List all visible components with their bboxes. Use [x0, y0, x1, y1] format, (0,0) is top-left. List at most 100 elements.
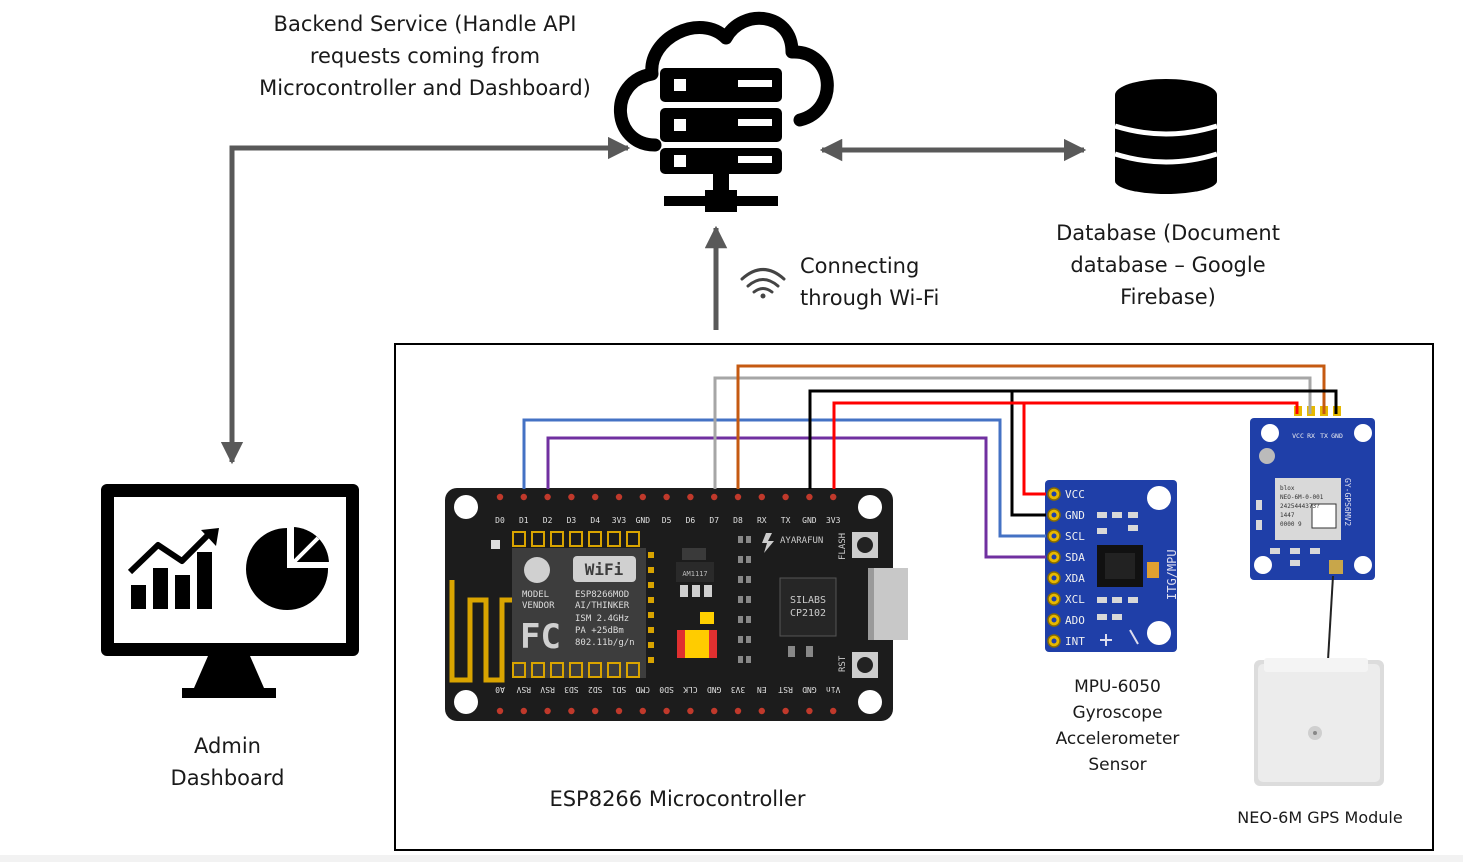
- bottom-pin-label: SD2: [588, 685, 603, 694]
- bottom-pin-label: RSV: [516, 685, 531, 694]
- gps-chip-line: 1447: [1280, 512, 1295, 519]
- module-text: 802.11b/g/n: [575, 638, 635, 648]
- top-pin-dot: [615, 493, 623, 501]
- bottom-pin-label: A0: [495, 685, 505, 694]
- mpu-pin-label: VCC: [1065, 488, 1085, 501]
- castellation: [648, 582, 654, 588]
- top-pin-dot: [734, 493, 742, 501]
- top-pin-label: D8: [733, 516, 743, 525]
- connection-wires: [522, 364, 1338, 559]
- bottom-pin-label: CMD: [635, 685, 650, 694]
- top-pin-label: 3V3: [826, 516, 841, 525]
- module-text: PA +25dBm: [575, 626, 624, 636]
- top-pin-label: 3V3: [612, 516, 627, 525]
- dashboard-label-line: Dashboard: [170, 766, 285, 790]
- gps-pin-label: TX: [1320, 432, 1328, 440]
- database-label: Database (Document database – Google Fir…: [1048, 217, 1288, 313]
- wifi-badge-text: WiFi: [585, 560, 624, 579]
- top-pin-dot: [568, 493, 575, 501]
- bottom-pin-label: RST: [778, 685, 793, 694]
- bottom-pin-dot: [711, 707, 718, 715]
- bottom-pin-label: EN: [757, 685, 767, 694]
- backend-label-line: requests coming from: [309, 44, 541, 68]
- mpu-pin-label: ADO: [1065, 614, 1085, 627]
- top-pin-dot: [592, 493, 599, 501]
- castellation: [531, 662, 545, 678]
- database-label-line: database – Google: [1070, 253, 1266, 277]
- gps-pin-label: VCC: [1292, 432, 1304, 440]
- castellation: [588, 531, 602, 547]
- bottom-pin-label: 3V3: [731, 685, 746, 694]
- wire: [522, 418, 1046, 538]
- usb-chip-text: SILABS: [790, 595, 826, 606]
- top-pin-dot: [639, 493, 646, 501]
- dashboard-monitor-icon: [101, 484, 359, 698]
- castellation: [648, 567, 654, 573]
- top-pin-label: D6: [686, 516, 696, 525]
- castellation: [550, 662, 564, 678]
- bottom-pin-dot: [615, 707, 623, 715]
- bottom-pin-dot: [830, 707, 837, 715]
- top-pin-label: TX: [781, 516, 791, 525]
- backend-label-line: Microcontroller and Dashboard): [259, 76, 591, 100]
- wifi-label-line: Connecting: [800, 254, 920, 278]
- mpu-label-line: Sensor: [1088, 755, 1147, 775]
- database-icon: [1114, 79, 1218, 194]
- bottom-pin-header: [496, 707, 837, 715]
- top-pin-header: [496, 493, 837, 501]
- bottom-pin-label: SD1: [612, 685, 627, 694]
- module-castellations: [512, 531, 654, 678]
- cloud-server-icon: [613, 11, 834, 212]
- bottom-pin-dot: [592, 707, 599, 715]
- castellation: [648, 657, 654, 663]
- top-pin-dot: [520, 493, 527, 501]
- bottom-pin-label: SD3: [564, 685, 579, 694]
- brand-text: AYARAFUN: [780, 536, 823, 546]
- mpu-label-line: Accelerometer: [1055, 729, 1180, 749]
- module-text: AI/THINKER: [575, 601, 630, 611]
- bottom-pin-label: Vin: [826, 685, 841, 694]
- top-pin-dot: [496, 493, 504, 501]
- castellation: [512, 531, 526, 547]
- top-pin-label: D1: [519, 516, 529, 525]
- esp-label: ESP8266 Microcontroller: [549, 787, 806, 811]
- top-pin-label: D0: [495, 516, 505, 525]
- mpu-label: MPU-6050 Gyroscope Accelerometer Sensor: [1040, 674, 1195, 778]
- mpu-pin-hole: [1051, 512, 1057, 518]
- castellation: [648, 552, 654, 558]
- gps-pin-label: GND: [1331, 432, 1343, 440]
- arrows: [220, 136, 1087, 465]
- flash-text: FLASH: [838, 533, 848, 560]
- bottom-pin-dot: [496, 707, 504, 715]
- castellation: [626, 531, 640, 547]
- castellation: [569, 531, 583, 547]
- hardware-frame: [394, 343, 1434, 851]
- castellation: [607, 662, 621, 678]
- mpu-pin-hole: [1051, 617, 1057, 623]
- top-pin-label: GND: [802, 516, 817, 525]
- module-text: VENDOR: [522, 601, 555, 611]
- castellation: [550, 531, 564, 547]
- module-text: MODEL: [522, 590, 549, 600]
- mpu-pin-hole: [1051, 533, 1057, 539]
- mpu-label-line: MPU-6050: [1074, 677, 1161, 697]
- mpu-pin-label: XDA: [1065, 572, 1085, 585]
- top-pin-label: RX: [757, 516, 767, 525]
- bottom-pin-dot: [758, 707, 765, 715]
- bottom-pin-label: RSV: [540, 685, 555, 694]
- bottom-pin-dot: [639, 707, 646, 715]
- castellation: [531, 531, 545, 547]
- castellation: [648, 627, 654, 633]
- rst-text: RST: [838, 655, 848, 672]
- fc-mark: FC: [520, 617, 561, 657]
- bottom-pin-dot: [806, 707, 813, 715]
- bottom-pin-label: CLK: [683, 685, 698, 694]
- gps-chip-line: 2425444373?: [1280, 503, 1320, 510]
- castellation: [626, 662, 640, 678]
- bottom-pin-dot: [734, 707, 742, 715]
